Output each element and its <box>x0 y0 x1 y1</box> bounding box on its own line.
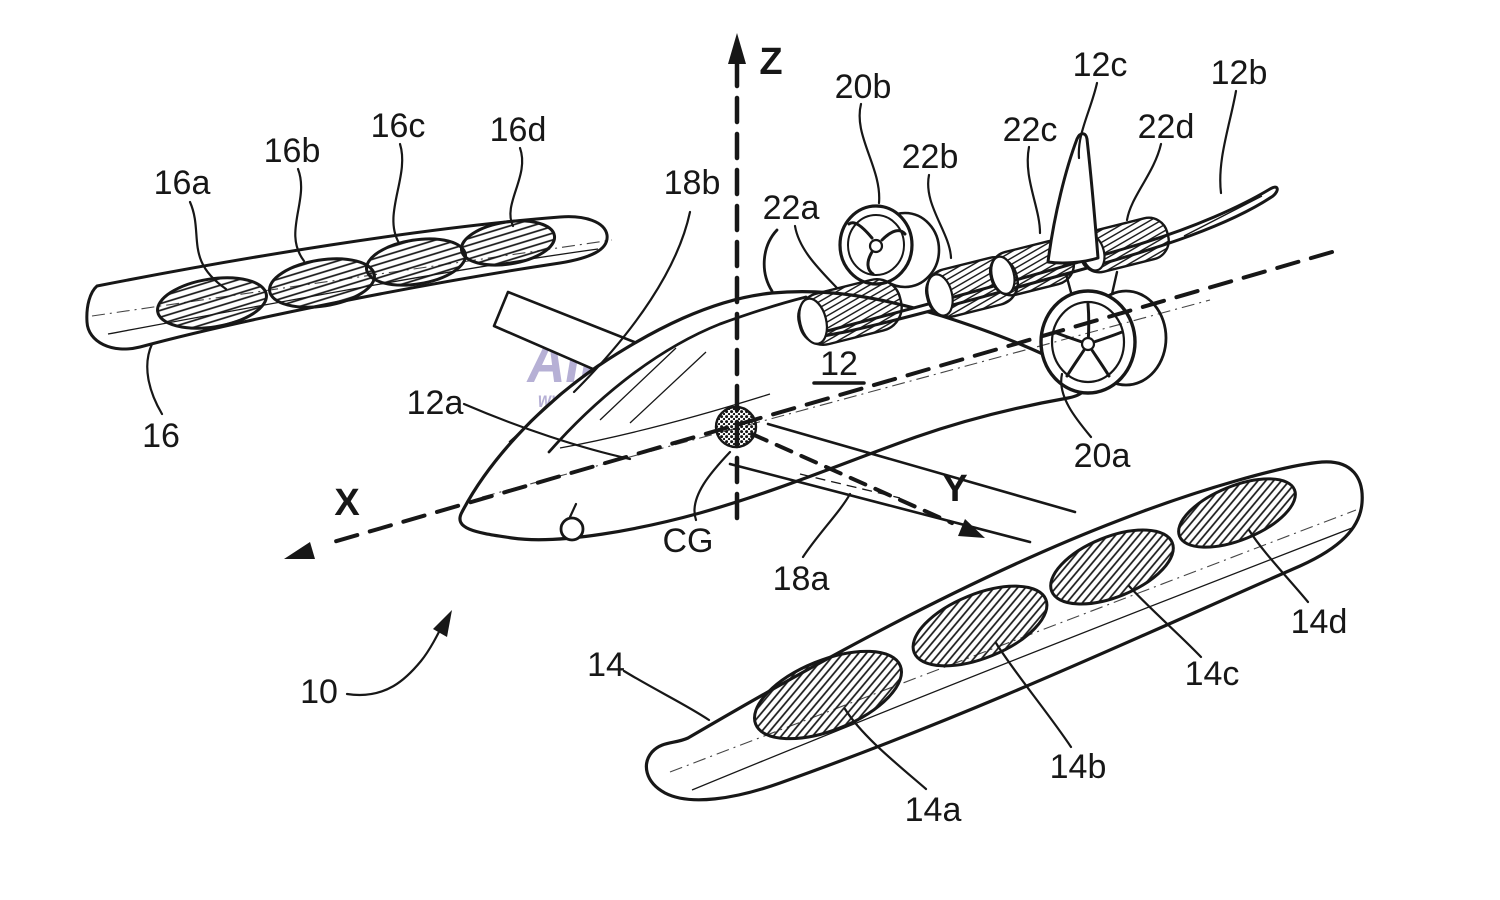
label-18b: 18b <box>664 164 721 202</box>
label-16d: 16d <box>490 111 547 149</box>
z-axis-arrowhead <box>728 33 746 64</box>
label-z-axis: Z <box>759 41 782 83</box>
label-14d: 14d <box>1291 603 1348 641</box>
leader-20b <box>860 104 880 203</box>
fan-20a-hub <box>1082 338 1094 350</box>
arrow-10-arrowhead <box>433 610 452 637</box>
cg-marker <box>716 407 756 447</box>
label-16: 16 <box>142 417 180 455</box>
aircraft-line-art <box>87 134 1362 800</box>
vertical-fin-12c <box>1048 134 1098 263</box>
label-cg: CG <box>663 522 714 560</box>
label-22d: 22d <box>1138 108 1195 146</box>
label-14: 14 <box>587 646 625 684</box>
ducted-fan-20b <box>840 206 939 287</box>
leader-arrow-10 <box>347 622 444 695</box>
leader-16 <box>147 344 162 414</box>
label-22a: 22a <box>763 189 820 227</box>
label-x-axis: X <box>334 482 360 524</box>
label-12: 12 <box>820 345 858 383</box>
label-14c: 14c <box>1185 655 1240 693</box>
label-14b: 14b <box>1050 748 1107 786</box>
leader-16c <box>393 144 402 243</box>
label-12b: 12b <box>1211 54 1268 92</box>
fan-20b-hub <box>870 240 882 252</box>
label-18a: 18a <box>773 560 830 598</box>
leader-18a <box>803 494 850 557</box>
leader-22c <box>1028 147 1040 233</box>
leader-22a <box>795 226 837 288</box>
nose-wheel <box>561 518 583 540</box>
leader-14 <box>624 671 709 720</box>
label-12a: 12a <box>407 384 464 422</box>
leader-16d <box>510 148 522 226</box>
x-axis-arrowhead <box>284 542 315 559</box>
leader-12b <box>1220 91 1236 193</box>
label-y-axis: Y <box>942 468 967 510</box>
rear-wing-14 <box>646 462 1362 800</box>
leader-22d <box>1127 144 1161 220</box>
label-12c: 12c <box>1073 46 1128 84</box>
label-16a: 16a <box>154 164 211 202</box>
label-22c: 22c <box>1003 111 1058 149</box>
leader-16b <box>295 169 304 261</box>
label-14a: 14a <box>905 791 962 829</box>
label-16c: 16c <box>371 107 426 145</box>
port-fan-duct-arc <box>764 230 777 291</box>
rear-strut-line-1 <box>730 464 1030 542</box>
label-10: 10 <box>300 673 338 711</box>
label-22b: 22b <box>902 138 959 176</box>
label-16b: 16b <box>264 132 321 170</box>
label-20b: 20b <box>835 68 892 106</box>
wing-tip-inner-line <box>1184 196 1262 236</box>
label-20a: 20a <box>1074 437 1131 475</box>
